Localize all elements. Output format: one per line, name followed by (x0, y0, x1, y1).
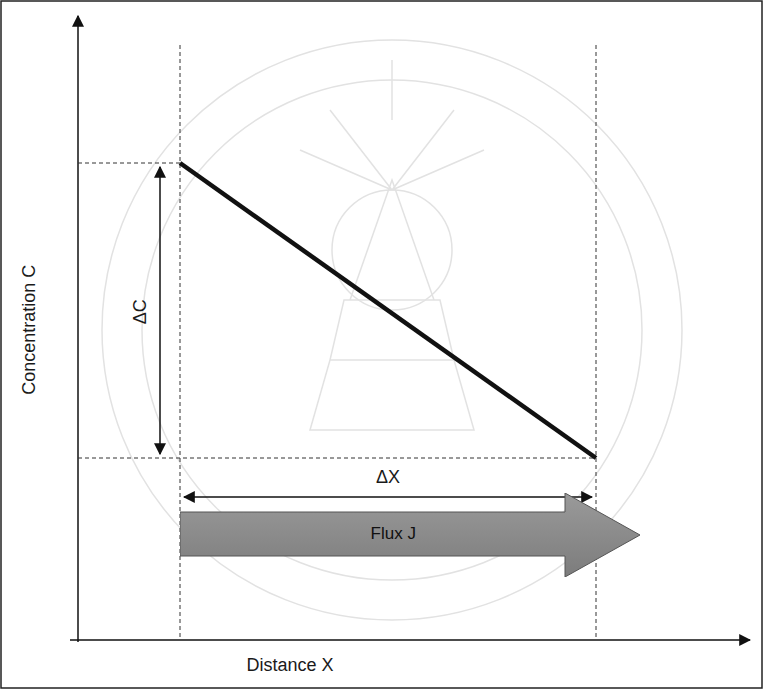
flux-arrow: Flux J (180, 493, 642, 577)
dimension-label: ΔX (376, 467, 400, 489)
axis-label: Concentration C (19, 265, 41, 395)
axis-label: Distance X (246, 655, 333, 677)
concentration-line (180, 163, 596, 458)
delta-x-arrow (184, 496, 592, 498)
y-axis (77, 16, 79, 642)
x-axis (70, 639, 750, 641)
dimension-label: ΔC (130, 299, 152, 324)
arrow-outline (180, 493, 640, 577)
flux-label: Flux J (371, 524, 416, 544)
delta-c-arrow (159, 167, 161, 454)
seal-watermark (102, 40, 682, 620)
